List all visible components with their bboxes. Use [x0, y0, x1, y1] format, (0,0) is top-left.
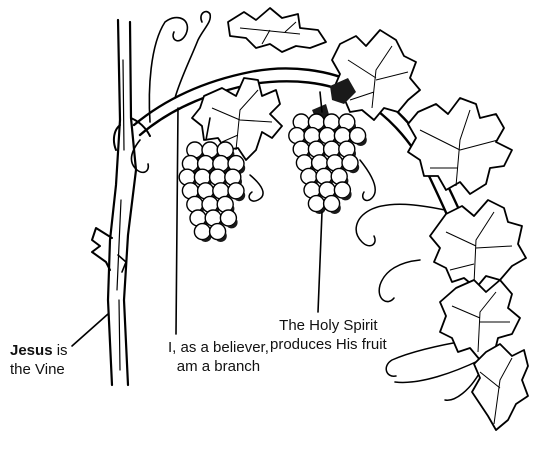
vine-label-bold: Jesus [10, 342, 53, 359]
pointer-branch [176, 108, 178, 334]
grape [342, 155, 358, 171]
branch-label-line1: I, as a believer, [168, 338, 269, 357]
fruit-label: The Holy Spirit produces His fruit [270, 316, 387, 354]
vine-label-line2: the Vine [10, 360, 68, 379]
fruit-label-line2: produces His fruit [270, 335, 387, 354]
grape [194, 224, 210, 240]
vine-trunk [92, 20, 150, 385]
grape [210, 224, 226, 240]
grape [334, 182, 350, 198]
pointer-fruit [318, 212, 322, 312]
branch-label: I, as a believer, am a branch [168, 338, 269, 376]
grape [308, 196, 324, 212]
vine-label-rest: is [53, 342, 68, 359]
vine-label: Jesus is the Vine [10, 341, 68, 379]
grape [220, 210, 236, 226]
grape [228, 183, 244, 199]
pointer-vine [72, 314, 108, 346]
branch-label-line2: am a branch [168, 357, 269, 376]
grape [350, 128, 366, 144]
grape [324, 196, 340, 212]
fruit-label-line1: The Holy Spirit [270, 316, 387, 335]
